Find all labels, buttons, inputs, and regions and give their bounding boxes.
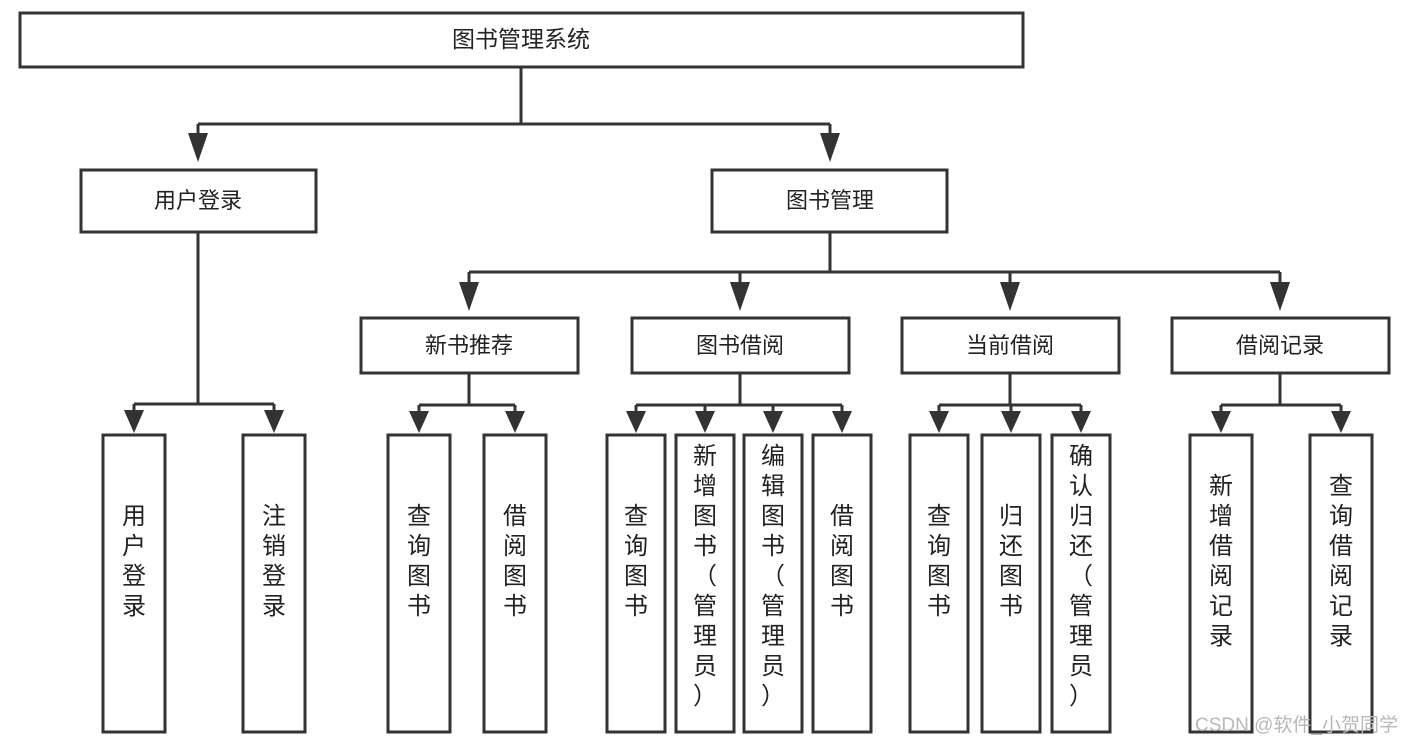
- leaf-node-borrow-book-bb[interactable]: 借阅图书: [811, 433, 873, 734]
- leaf-node-user-login-box[interactable]: [101, 433, 167, 734]
- node-current-borrow-label: 当前借阅: [966, 333, 1054, 358]
- arrowhead-bb-leaf3: [763, 411, 783, 433]
- leaf-node-user-login[interactable]: 用户登录: [101, 433, 167, 734]
- node-root-system[interactable]: 图书管理系统: [18, 11, 1025, 69]
- leaf-node-confirm-return-admin-box[interactable]: [1050, 433, 1112, 734]
- leaf-node-logout[interactable]: 注销登录: [241, 433, 307, 734]
- arrowhead-cb-leaf3: [1071, 411, 1091, 433]
- leaf-node-borrow-book-bb-label: 借阅图书: [830, 503, 854, 620]
- leaf-node-confirm-return-admin[interactable]: 确认归还（管理员）: [1050, 433, 1112, 734]
- leaf-node-query-book-bb[interactable]: 查询图书: [605, 433, 667, 734]
- node-book-management[interactable]: 图书管理: [710, 168, 949, 234]
- node-new-book-recommend-label: 新书推荐: [425, 333, 513, 358]
- node-user-login-box[interactable]: [79, 168, 318, 234]
- arrowhead-br-leaf1: [1211, 411, 1231, 433]
- leaf-node-add-borrow-record[interactable]: 新增借阅记录: [1188, 433, 1254, 734]
- leaf-node-return-book[interactable]: 归还图书: [980, 433, 1042, 734]
- leaf-node-add-book-admin[interactable]: 新增图书（管理员）: [674, 433, 736, 734]
- connector-group-root-to-level2: [188, 67, 840, 162]
- node-book-management-label: 图书管理: [786, 188, 874, 213]
- arrowhead-cb-leaf1: [929, 411, 949, 433]
- leaf-node-add-borrow-record-box[interactable]: [1188, 433, 1254, 734]
- arrowhead-book-mgmt: [820, 133, 840, 162]
- node-book-management-box[interactable]: [710, 168, 949, 234]
- node-book-borrow-box[interactable]: [630, 316, 851, 375]
- node-current-borrow[interactable]: 当前借阅: [900, 316, 1121, 375]
- leaf-node-confirm-return-admin-label: 确认归还（管理员）: [1069, 443, 1093, 710]
- arrowhead-bb-leaf1: [626, 411, 646, 433]
- leaf-node-query-book-nbr-label: 查询图书: [407, 503, 431, 620]
- node-new-book-recommend-box[interactable]: [359, 316, 580, 375]
- node-borrow-record[interactable]: 借阅记录: [1170, 316, 1391, 375]
- leaf-node-borrow-book-nbr-box[interactable]: [482, 433, 548, 734]
- leaf-node-add-book-admin-box[interactable]: [674, 433, 736, 734]
- node-root-system-box[interactable]: [18, 11, 1025, 69]
- leaf-node-query-book-cb-box[interactable]: [908, 433, 970, 734]
- node-borrow-record-label: 借阅记录: [1236, 333, 1324, 358]
- connector-group-book-borrow-children: [626, 373, 852, 433]
- leaf-node-logout-label: 注销登录: [262, 503, 286, 620]
- node-user-login[interactable]: 用户登录: [79, 168, 318, 234]
- node-current-borrow-box[interactable]: [900, 316, 1121, 375]
- arrowhead-borrow-record: [1270, 282, 1290, 311]
- leaf-node-logout-box[interactable]: [241, 433, 307, 734]
- leaf-node-query-book-cb-label: 查询图书: [927, 503, 951, 620]
- connector-group-book-mgmt-children: [459, 232, 1290, 311]
- leaf-node-user-login-label: 用户登录: [122, 503, 146, 620]
- arrowhead-leaf-user-login: [124, 410, 144, 433]
- csdn-watermark: CSDN @软件_小贺同学: [1195, 714, 1398, 736]
- leaf-node-query-book-bb-box[interactable]: [605, 433, 667, 734]
- leaf-node-return-book-label: 归还图书: [999, 503, 1023, 620]
- leaf-node-borrow-book-nbr[interactable]: 借阅图书: [482, 433, 548, 734]
- node-book-borrow[interactable]: 图书借阅: [630, 316, 851, 375]
- arrowhead-nbr-leaf1: [409, 411, 429, 433]
- leaf-node-query-book-nbr[interactable]: 查询图书: [386, 433, 452, 734]
- leaf-node-query-borrow-record[interactable]: 查询借阅记录: [1308, 433, 1374, 734]
- arrowhead-book-borrow: [730, 282, 750, 311]
- node-borrow-record-box[interactable]: [1170, 316, 1391, 375]
- arrowhead-bb-leaf4: [832, 411, 852, 433]
- leaf-node-query-book-nbr-box[interactable]: [386, 433, 452, 734]
- leaf-node-add-borrow-record-label: 新增借阅记录: [1209, 473, 1233, 650]
- arrowhead-user-login: [188, 133, 208, 162]
- node-user-login-label: 用户登录: [154, 188, 242, 213]
- node-new-book-recommend[interactable]: 新书推荐: [359, 316, 580, 375]
- leaf-node-edit-book-admin-label: 编辑图书（管理员）: [761, 443, 785, 710]
- leaf-node-borrow-book-nbr-label: 借阅图书: [503, 503, 527, 620]
- leaf-node-query-book-cb[interactable]: 查询图书: [908, 433, 970, 734]
- leaf-node-query-borrow-record-box[interactable]: [1308, 433, 1374, 734]
- arrowhead-cb-leaf2: [1001, 411, 1021, 433]
- leaf-node-borrow-book-bb-box[interactable]: [811, 433, 873, 734]
- leaf-node-edit-book-admin[interactable]: 编辑图书（管理员）: [742, 433, 804, 734]
- connector-group-user-login-children: [124, 232, 284, 433]
- leaf-node-add-book-admin-label: 新增图书（管理员）: [693, 443, 717, 710]
- connector-group-borrow-record-children: [1211, 373, 1351, 433]
- arrowhead-leaf-logout: [264, 410, 284, 433]
- connector-group-new-book-rec-children: [409, 373, 525, 433]
- arrowhead-current-borrow: [1000, 282, 1020, 311]
- node-root-system-label: 图书管理系统: [452, 26, 590, 52]
- arrowhead-br-leaf2: [1331, 411, 1351, 433]
- leaf-node-edit-book-admin-box[interactable]: [742, 433, 804, 734]
- connector-group-current-borrow-children: [929, 373, 1091, 433]
- node-book-borrow-label: 图书借阅: [696, 333, 784, 358]
- arrowhead-nbr-leaf2: [505, 411, 525, 433]
- leaf-node-query-borrow-record-label: 查询借阅记录: [1329, 473, 1353, 650]
- arrowhead-new-book-rec: [459, 282, 479, 311]
- leaf-node-return-book-box[interactable]: [980, 433, 1042, 734]
- leaf-node-query-book-bb-label: 查询图书: [624, 503, 648, 620]
- arrowhead-bb-leaf2: [695, 411, 715, 433]
